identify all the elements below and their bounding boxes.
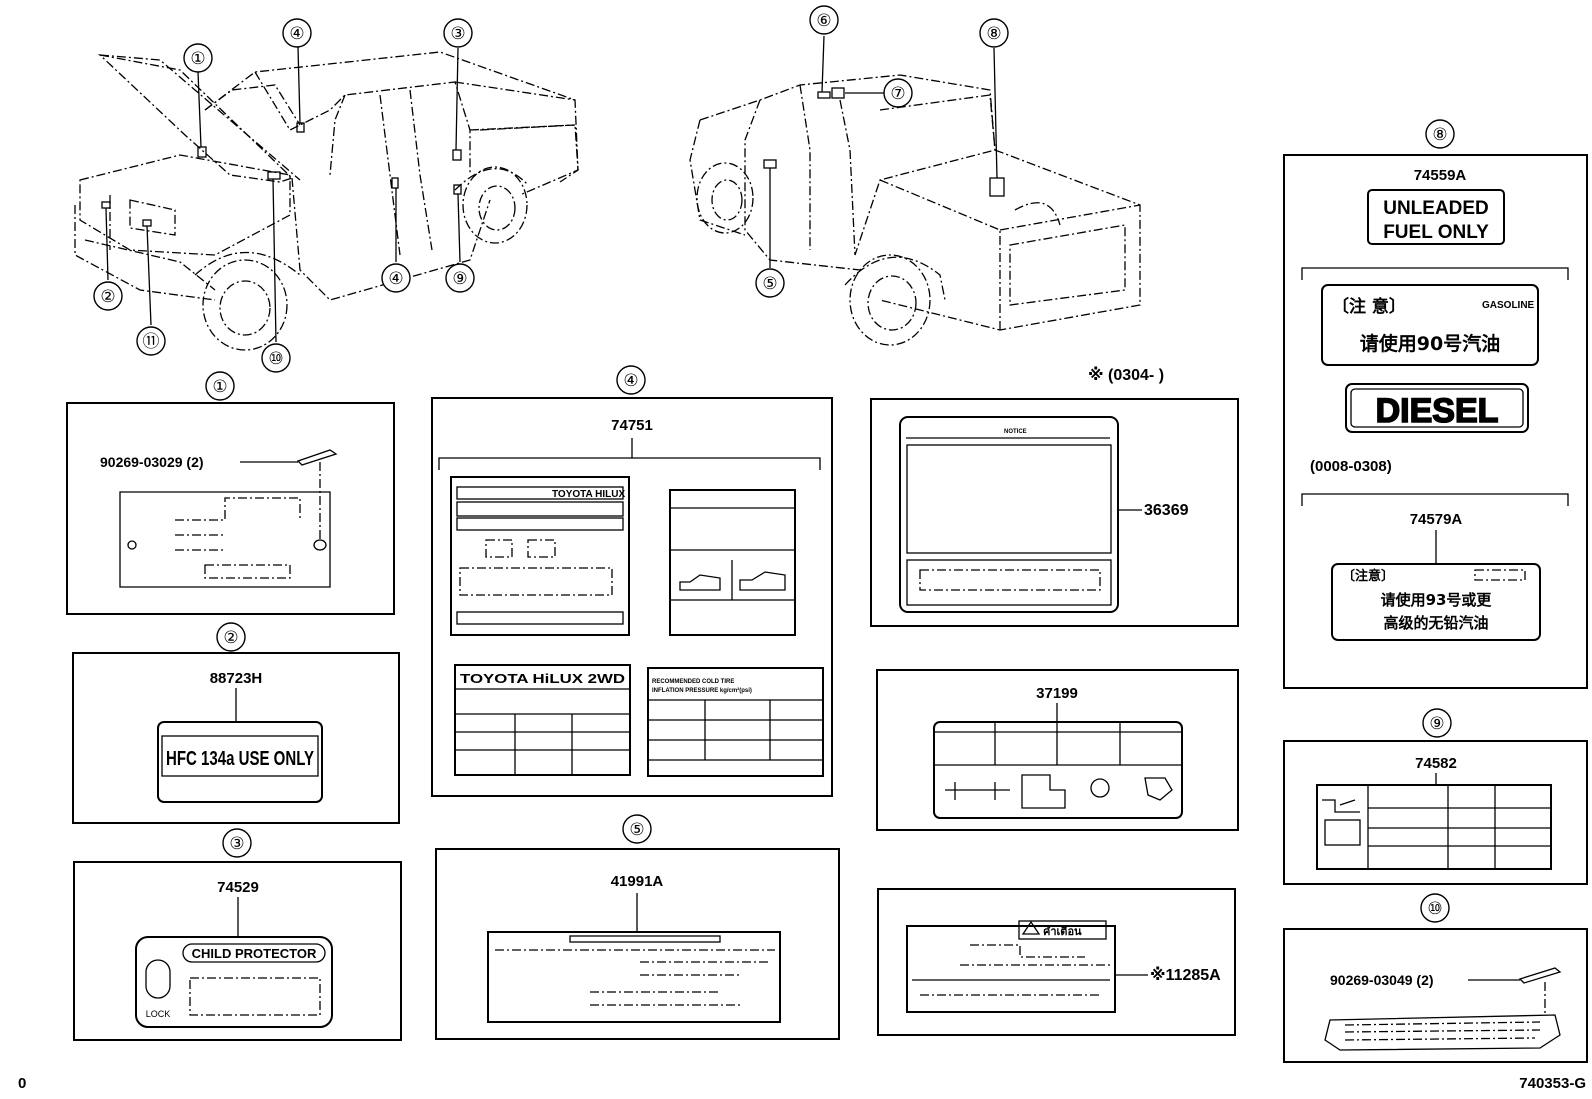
gasoline-text: GASOLINE — [1482, 300, 1535, 311]
panel-2-part-number: 88723H — [210, 670, 263, 687]
svg-text:⑨: ⑨ — [1429, 714, 1444, 733]
svg-text:⑧: ⑧ — [1432, 125, 1447, 144]
thai-warning-text: คำเตือน — [1043, 925, 1082, 938]
notice-header: NOTICE — [1004, 429, 1027, 435]
lock-text: LOCK — [146, 1009, 171, 1019]
panel-3: ③ 74529 LOCK CHILD PROTECTOR — [73, 828, 402, 1041]
callout-3-front: ③ — [443, 18, 473, 48]
panel-9: ⑨ 74582 — [1283, 708, 1588, 885]
svg-text:⑨: ⑨ — [452, 269, 467, 288]
svg-text:⑧: ⑧ — [986, 24, 1001, 43]
panel-10: ⑩ 90269-03049 (2) — [1283, 893, 1588, 1063]
use-93-line-1: 请使用93号或更 — [1381, 591, 1493, 609]
panel-thai-part-number: ※11285A — [1150, 966, 1221, 984]
panel-4-part-number: 74751 — [611, 417, 653, 434]
panel-9-part-number: 74582 — [1415, 755, 1457, 772]
plate-d-line1: RECOMMENDED COLD TIRE — [652, 679, 734, 685]
panel-1-callout: ① — [212, 377, 227, 396]
panel-10-part-number: 90269-03049 (2) — [1330, 972, 1434, 988]
plate-d-line2: INFLATION PRESSURE kg/cm²(psi) — [652, 687, 752, 694]
svg-text:⑦: ⑦ — [890, 84, 905, 103]
callout-1-front: ① — [183, 43, 213, 73]
panel-notice: ※ (0304- ) NOTICE 36369 — [870, 366, 1239, 627]
svg-text:⑪: ⑪ — [143, 332, 160, 351]
notice-date-range: ※ (0304- ) — [1088, 366, 1164, 384]
panel-1: ① 90269-03029 (2) — [66, 371, 395, 615]
panel-8-period: (0008-0308) — [1310, 458, 1392, 475]
panel-8-part-b: 74579A — [1410, 511, 1463, 528]
diagram-reference-code: 740353-G — [1519, 1075, 1586, 1092]
panel-8: ⑧ 74559A UNLEADED FUEL ONLY 〔注 意〕 GASOLI… — [1283, 119, 1588, 689]
callout-8-rear: ⑧ — [979, 18, 1009, 48]
svg-text:②: ② — [223, 628, 238, 647]
unleaded-line-1: UNLEADED — [1383, 198, 1489, 219]
plate-a-title: TOYOTA HILUX — [552, 489, 625, 500]
hfc-134a-label: HFC 134a USE ONLY — [166, 748, 314, 770]
panel-8-part-a: 74559A — [1414, 167, 1467, 184]
panel-1-part-number: 90269-03029 (2) — [100, 454, 204, 470]
truck-rear-view — [689, 35, 1141, 346]
callout-9-front: ⑨ — [445, 263, 475, 293]
svg-text:④: ④ — [289, 24, 304, 43]
svg-text:④: ④ — [623, 371, 638, 390]
svg-text:⑤: ⑤ — [762, 274, 777, 293]
plate-c-title: TOYOTA HiLUX 2WD — [460, 671, 625, 686]
caution-chinese: 〔注 意〕 — [1332, 296, 1406, 317]
panel-37199: 37199 — [876, 669, 1239, 831]
svg-text:①: ① — [190, 49, 205, 68]
diesel-label: DIESEL — [1376, 392, 1499, 430]
truck-front-view — [74, 46, 579, 351]
callout-5-rear: ⑤ — [755, 268, 785, 298]
callout-4-front-top: ④ — [282, 18, 312, 48]
panel-5: ⑤ 41991A — [435, 814, 840, 1040]
use-93-line-2: 高级的无铅汽油 — [1383, 614, 1488, 632]
child-protector-label: CHILD PROTECTOR — [192, 946, 317, 961]
panel-thai-warning: คำเตือน ※11285A — [877, 888, 1236, 1036]
svg-text:②: ② — [100, 287, 115, 306]
panel-4: ④ 74751 TOYOTA HILUX TOYOTA HiLUX 2WD — [431, 365, 833, 797]
callout-11-front: ⑪ — [136, 326, 166, 356]
use-90-chinese: 请使用90号汽油 — [1360, 332, 1500, 355]
svg-text:⑩: ⑩ — [268, 349, 283, 368]
svg-text:④: ④ — [388, 269, 403, 288]
caution2-chinese: 〔注意〕 — [1342, 568, 1394, 584]
notice-part-number: 36369 — [1144, 502, 1189, 519]
svg-text:⑤: ⑤ — [629, 820, 644, 839]
panel-3-part-number: 74529 — [217, 879, 259, 896]
svg-text:③: ③ — [229, 834, 244, 853]
panel-5-part-number: 41991A — [611, 873, 664, 890]
callout-4-front-door: ④ — [381, 263, 411, 293]
footer-left: 0 — [18, 1075, 26, 1092]
unleaded-line-2: FUEL ONLY — [1383, 222, 1489, 243]
callout-10-front: ⑩ — [261, 343, 291, 373]
svg-text:⑥: ⑥ — [816, 11, 831, 30]
callout-7-rear: ⑦ — [883, 78, 913, 108]
callout-2-front: ② — [93, 281, 123, 311]
svg-text:⑩: ⑩ — [1427, 899, 1442, 918]
svg-text:③: ③ — [450, 24, 465, 43]
panel-2: ② 88723H HFC 134a USE ONLY — [72, 622, 400, 824]
callout-6-rear: ⑥ — [809, 5, 839, 35]
panel-37199-part-number: 37199 — [1036, 685, 1078, 702]
